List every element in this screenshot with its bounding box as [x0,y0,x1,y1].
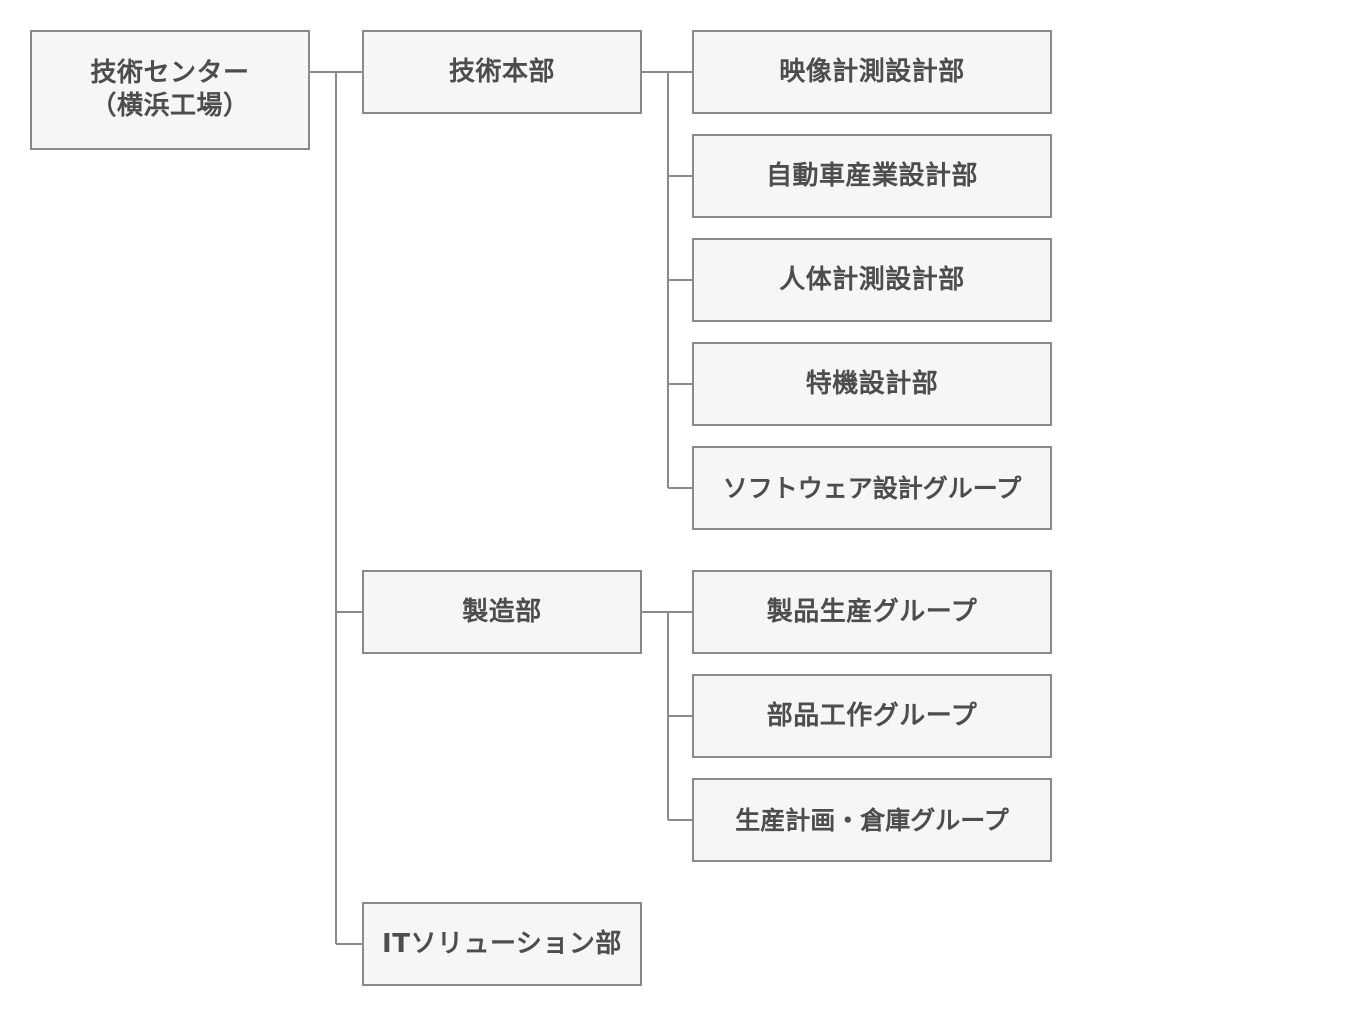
node-eizo-keisoku-sekkeibu: 映像計測設計部 [692,30,1052,114]
node-tokki-sekkeibu: 特機設計部 [692,342,1052,426]
node-gijutsu-center: 技術センター （横浜工場） [30,30,310,150]
node-software-sekkei-group: ソフトウェア設計グループ [692,446,1052,530]
node-seisan-keikaku-soko-group: 生産計画・倉庫グループ [692,778,1052,862]
node-it-solution-bu: ITソリューション部 [362,902,642,986]
node-buhin-kosaku-group: 部品工作グループ [692,674,1052,758]
node-seizo-bu: 製造部 [362,570,642,654]
node-seihin-seisan-group: 製品生産グループ [692,570,1052,654]
node-jidosha-sangyo-sekkeibu: 自動車産業設計部 [692,134,1052,218]
node-gijutsu-honbu: 技術本部 [362,30,642,114]
node-jintai-keisoku-sekkeibu: 人体計測設計部 [692,238,1052,322]
